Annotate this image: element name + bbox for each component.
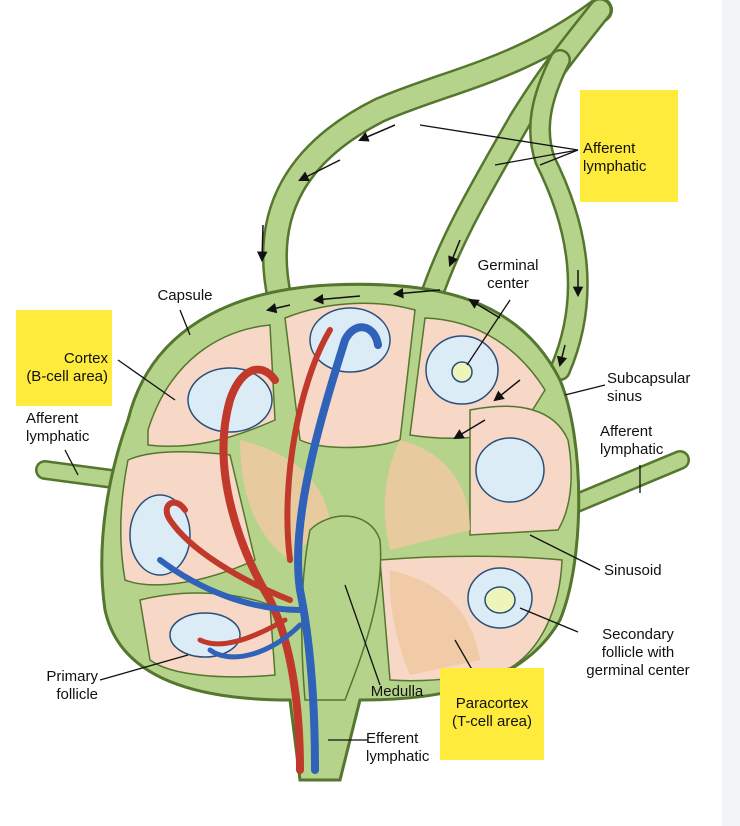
flow-arrows xyxy=(256,124,584,440)
blood-vessels xyxy=(157,323,382,774)
label-paracortex: Paracortex(T-cell area) xyxy=(451,695,533,730)
afferent-vessels-top xyxy=(35,0,690,520)
highlight-afferent-top xyxy=(580,90,678,202)
highlight-paracortex xyxy=(440,668,544,760)
label-medulla: Medulla xyxy=(370,683,424,700)
highlight-cortex xyxy=(16,310,112,406)
label-cortex: Cortex(B-cell area) xyxy=(26,350,108,385)
page-edge-strip xyxy=(722,0,740,826)
label-capsule: Capsule xyxy=(157,287,213,304)
label-sinusoid: Sinusoid xyxy=(604,562,662,579)
